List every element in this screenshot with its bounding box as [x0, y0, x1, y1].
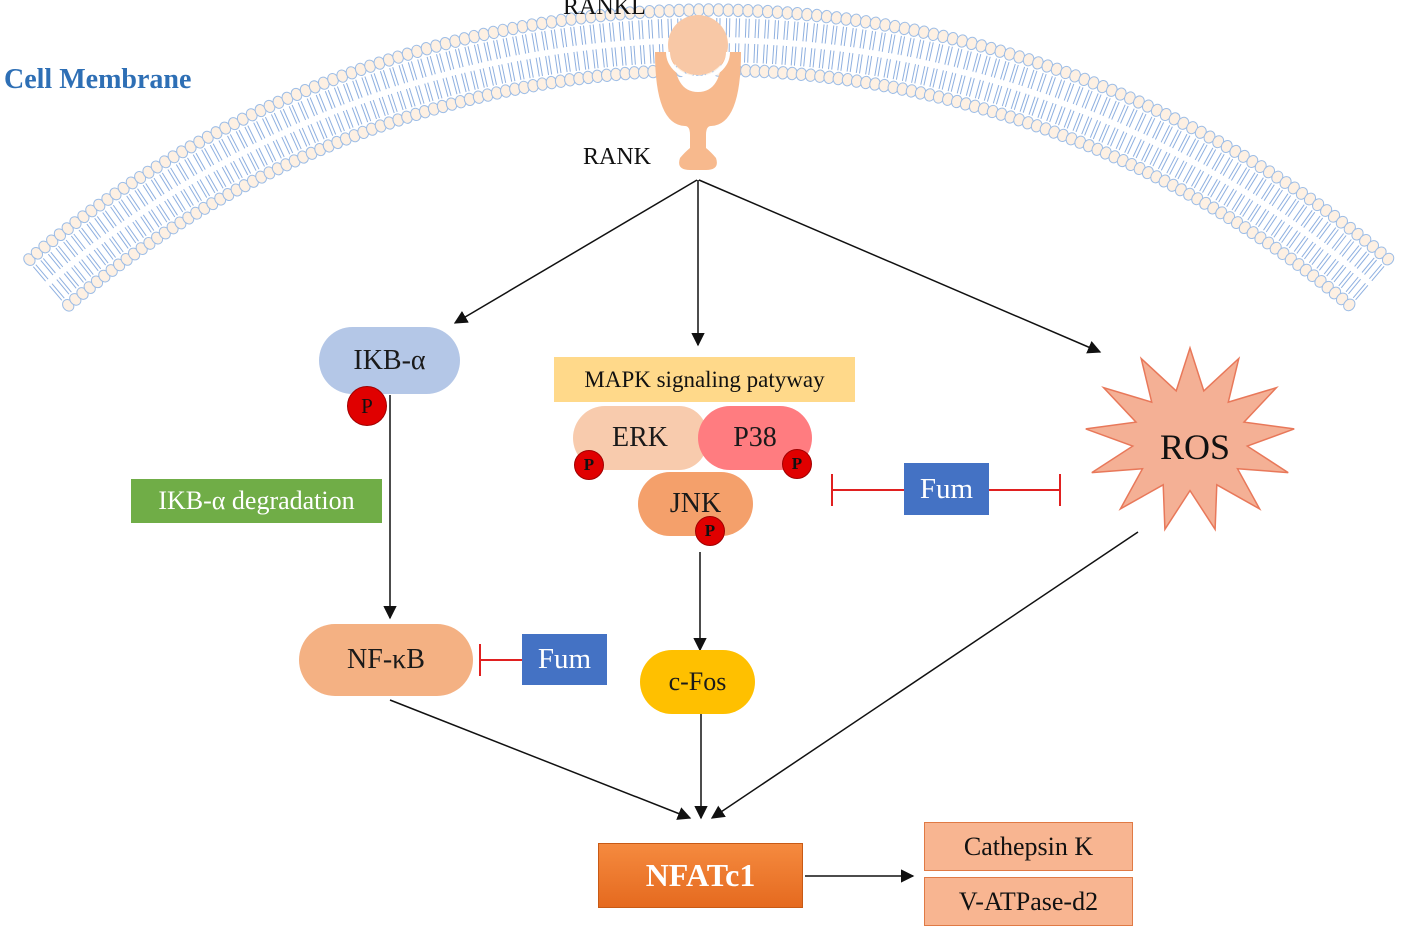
phospho-erk-icon: P — [574, 450, 604, 480]
phospho-p38-icon: P — [782, 449, 812, 479]
cfos-node: c-Fos — [640, 650, 755, 714]
membrane-label: Cell Membrane — [4, 64, 192, 95]
mapk-pathway-title: MAPK signaling patyway — [554, 357, 855, 402]
target-v-atpase-d2: V-ATPase-d2 — [924, 877, 1133, 926]
rank-label: RANK — [583, 144, 652, 170]
nfkb-node: NF-κB — [299, 624, 473, 696]
arrow-ros-nfatc1 — [710, 531, 1139, 819]
fum-mapk-ros-inhibitor: Fum — [904, 463, 989, 515]
jnk-node: JNK — [638, 472, 753, 536]
ros-burst — [1085, 345, 1295, 532]
ikb-alpha-node: IKB-α — [319, 327, 460, 394]
inhibition-lines — [479, 474, 1061, 676]
phospho-jnk-icon: P — [695, 516, 725, 546]
rankl-ligand — [668, 15, 728, 75]
ikb-degradation-label: IKB-α degradation — [131, 479, 382, 523]
ros-label: ROS — [1160, 427, 1231, 467]
lipid-bilayer — [23, 3, 1395, 312]
rank-receptor — [655, 15, 741, 170]
arrow-rank-ros — [698, 179, 1102, 354]
arrows — [383, 179, 1139, 883]
fum-nfkb-inhibitor: Fum — [522, 634, 607, 685]
arrow-nfkb-nfatc1 — [389, 699, 692, 820]
arrow-rank-ikb — [453, 179, 698, 324]
phospho-ikb-icon: P — [347, 386, 387, 426]
rankl-label: RANKL — [563, 0, 646, 20]
nfatc1-node: NFATc1 — [598, 843, 803, 908]
target-cathepsin-k: Cathepsin K — [924, 822, 1133, 871]
